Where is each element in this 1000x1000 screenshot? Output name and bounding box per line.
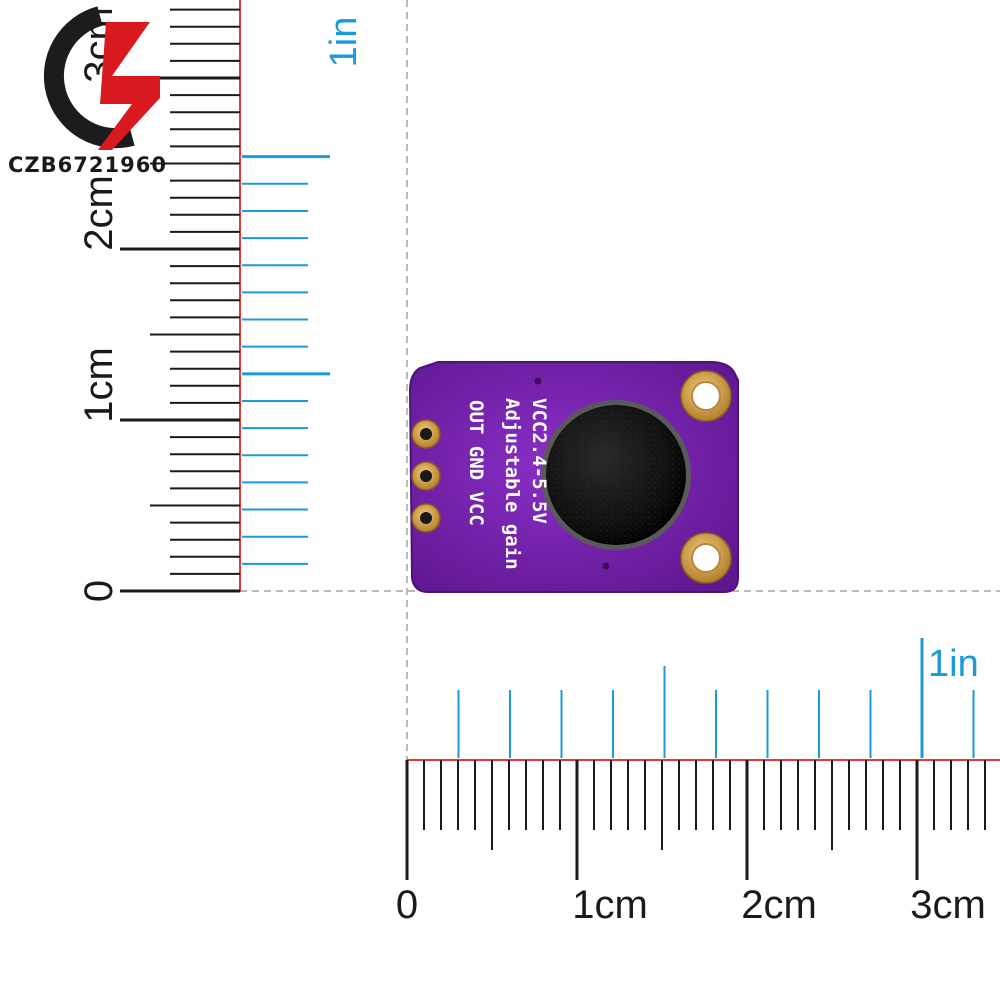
silkscreen-pin-labels: OUT GND VCC: [465, 400, 487, 526]
logo-ring: [43, 6, 135, 149]
watermark-brand-text: CZB6721960: [8, 153, 167, 177]
horizontal-ruler: 0 1cm 2cm 3cm 1in: [396, 638, 1000, 927]
electret-microphone: [541, 400, 691, 550]
horizontal-inch-ticks: [457, 638, 975, 758]
vertical-ruler: 0 1cm 2cm 3cm 1in: [77, 0, 365, 602]
horizontal-label-1in: 1in: [928, 643, 979, 685]
vertical-inch-ticks: [242, 155, 330, 565]
logo-z-mark: [98, 22, 160, 150]
mounting-hole-bottom-drill: [691, 543, 721, 573]
horizontal-label-3cm: 3cm: [910, 883, 986, 927]
vertical-label-1cm: 1cm: [77, 347, 121, 423]
horizontal-label-1cm: 1cm: [572, 883, 648, 927]
czb-logo-icon: CZB6721960: [8, 6, 167, 177]
vertical-cm-ticks: [120, 8, 240, 593]
guide-lines: [240, 0, 1000, 760]
via-top: [534, 377, 542, 385]
mounting-hole-top-drill: [691, 381, 721, 411]
horizontal-cm-ticks: [405, 760, 986, 880]
silkscreen-voltage: VCC2.4-5.5V: [528, 398, 550, 524]
mic-felt: [548, 407, 684, 543]
horizontal-label-2cm: 2cm: [741, 883, 817, 927]
microphone-module-board: VCC2.4-5.5V Adjustable gain OUT GND VCC: [408, 361, 739, 593]
via-bottom: [602, 562, 610, 570]
mounting-holes: [680, 370, 732, 584]
pad-out-hole: [420, 428, 432, 440]
pad-gnd-hole: [420, 470, 432, 482]
header-pads: [411, 419, 441, 533]
horizontal-label-0: 0: [396, 883, 418, 927]
silkscreen-adjustable-gain: Adjustable gain: [501, 398, 523, 570]
vertical-label-2cm: 2cm: [77, 175, 121, 251]
vertical-label-0: 0: [77, 580, 121, 602]
vertical-label-1in: 1in: [323, 17, 365, 68]
pad-vcc-hole: [420, 512, 432, 524]
